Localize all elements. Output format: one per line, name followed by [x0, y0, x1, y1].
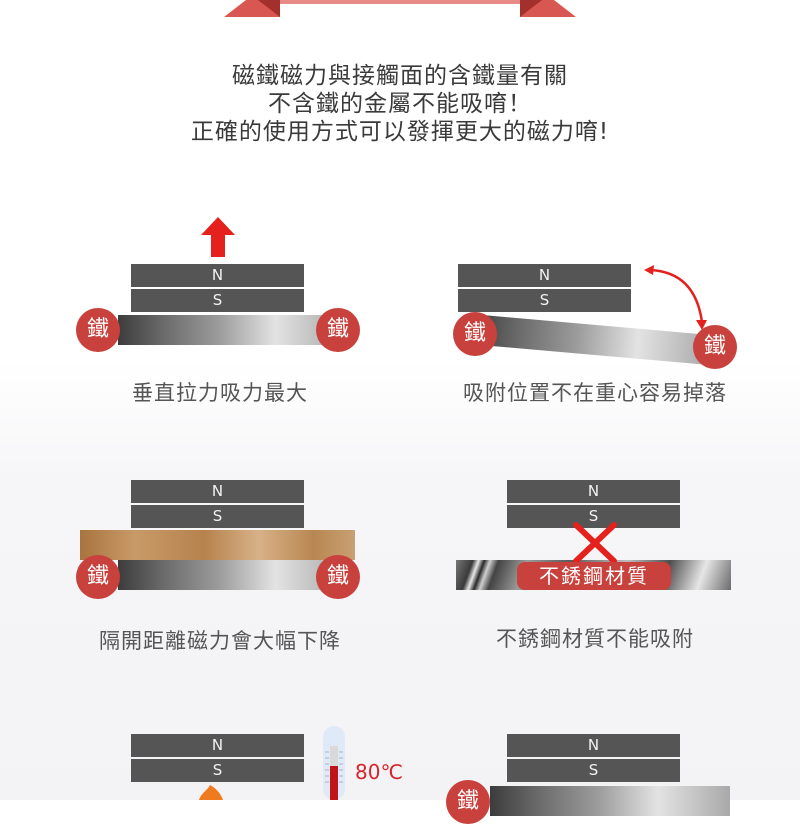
caption-vertical-pull: 垂直拉力吸力最大	[132, 381, 308, 405]
south-pole: S	[131, 289, 304, 312]
up-arrow-icon	[201, 217, 235, 257]
south-pole: S	[507, 759, 680, 782]
north-pole: N	[507, 480, 680, 503]
stainless-steel-label: 不銹鋼材質	[517, 562, 671, 590]
ribbon-banner	[250, 0, 550, 4]
north-pole: N	[131, 734, 304, 757]
north-pole: N	[131, 264, 304, 287]
rough-iron-plate	[490, 786, 730, 816]
headline: 磁鐵磁力與接觸面的含鐵量有關 不含鐵的金屬不能吸唷！ 正確的使用方式可以發揮更大…	[0, 62, 800, 146]
south-pole: S	[131, 759, 304, 782]
iron-badge: 鐵	[693, 325, 737, 369]
headline-line-1: 磁鐵磁力與接觸面的含鐵量有關	[232, 63, 568, 89]
headline-line-3: 正確的使用方式可以發揮更大的磁力唷!	[190, 119, 610, 145]
north-pole: N	[458, 264, 631, 287]
wood-spacer	[80, 530, 355, 560]
caption-off-center: 吸附位置不在重心容易掉落	[463, 381, 727, 405]
south-pole: S	[507, 505, 680, 528]
caption-distance: 隔開距離磁力會大幅下降	[99, 629, 341, 653]
magnet-3: N S	[131, 480, 304, 528]
cross-icon	[573, 522, 617, 563]
rotate-arrow-icon	[644, 265, 707, 330]
iron-plate	[118, 560, 343, 590]
magnet-4: N S	[507, 480, 680, 528]
magnet-1: N S	[131, 264, 304, 312]
magnet-6: N S	[507, 734, 680, 782]
iron-badge: 鐵	[453, 312, 497, 356]
headline-line-2: 不含鐵的金屬不能吸唷！	[268, 91, 532, 117]
iron-badge: 鐵	[316, 308, 360, 352]
iron-badge: 鐵	[446, 780, 490, 824]
iron-badge: 鐵	[76, 555, 120, 599]
iron-badge: 鐵	[316, 555, 360, 599]
iron-plate	[118, 315, 343, 345]
north-pole: N	[131, 480, 304, 503]
iron-badge: 鐵	[76, 308, 120, 352]
magnet-5: N S	[131, 734, 304, 782]
temperature-label: 80℃	[355, 760, 403, 784]
north-pole: N	[507, 734, 680, 757]
caption-stainless: 不銹鋼材質不能吸附	[496, 627, 694, 651]
south-pole: S	[131, 505, 304, 528]
south-pole: S	[458, 289, 631, 312]
thermometer-icon	[323, 726, 345, 800]
flame-icon	[199, 785, 223, 800]
magnet-2: N S	[458, 264, 631, 312]
